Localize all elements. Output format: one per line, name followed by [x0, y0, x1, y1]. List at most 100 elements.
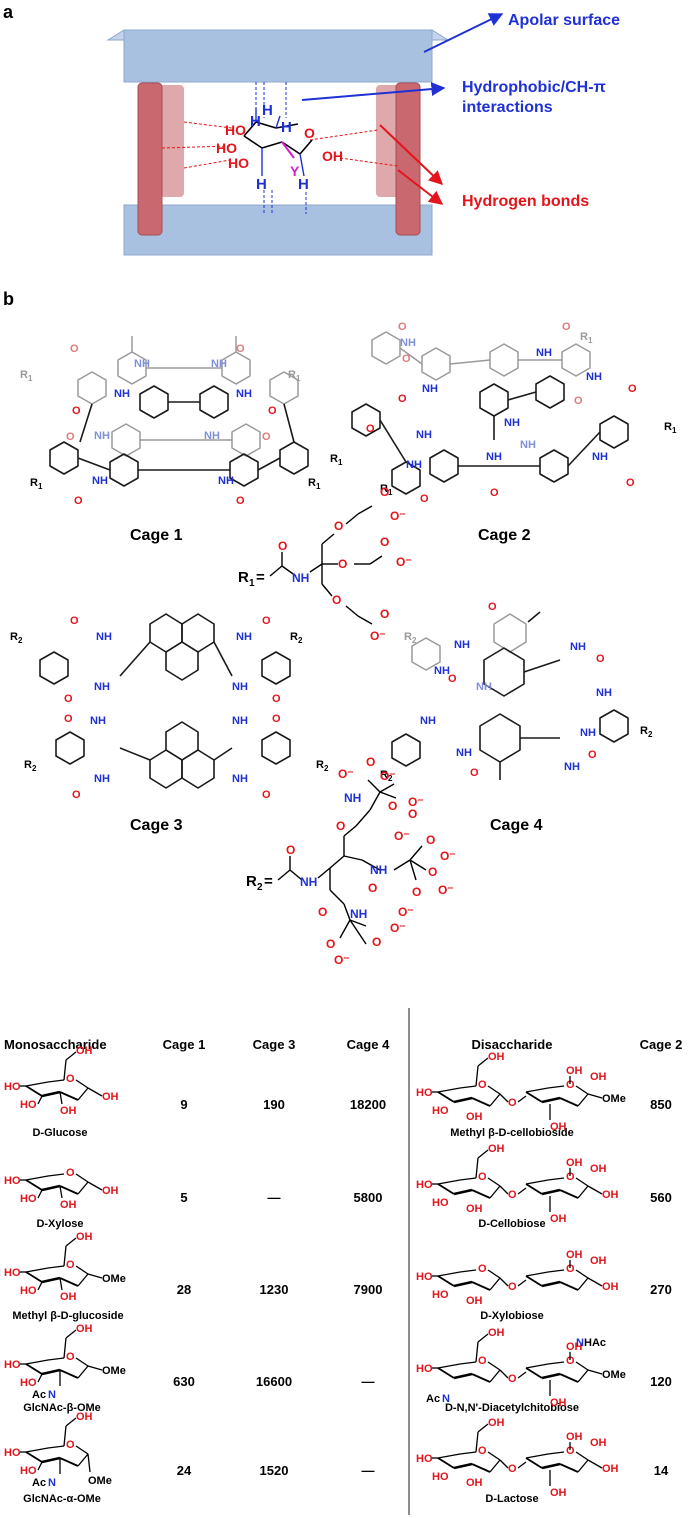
cell-glucose-cage3: 190	[263, 1097, 285, 1112]
bond	[487, 1085, 501, 1095]
bond	[87, 1453, 91, 1473]
acetyl-label: Ac	[426, 1393, 440, 1405]
bond	[437, 1183, 455, 1195]
bond	[65, 1417, 77, 1427]
pillar-back-right	[376, 85, 400, 197]
svg-text:O⁻: O⁻	[390, 509, 406, 523]
svg-text:O⁻: O⁻	[396, 555, 412, 569]
svg-text:NH: NH	[134, 358, 150, 370]
svg-text:NH: NH	[350, 907, 367, 921]
cell-cellobiose-cage2: 560	[650, 1190, 672, 1205]
nitrogen-label: N	[48, 1389, 56, 1401]
bond	[75, 1079, 89, 1089]
nitrogen-label: N	[576, 1337, 584, 1349]
bond	[587, 1277, 603, 1287]
svg-text:O⁻: O⁻	[370, 629, 386, 643]
bond	[453, 1462, 473, 1470]
svg-text:NH: NH	[94, 773, 110, 785]
atom-label: OH	[488, 1417, 505, 1429]
bond	[499, 1369, 509, 1379]
bond	[575, 1269, 589, 1279]
cage-4-label: Cage 4	[490, 817, 543, 834]
svg-text:NH: NH	[416, 429, 432, 441]
ring-oxygen: O	[566, 1263, 575, 1275]
bond	[541, 1280, 561, 1288]
svg-text:NH: NH	[236, 388, 252, 400]
cage-1-structure	[49, 336, 309, 487]
atom-label: OH	[602, 1281, 619, 1293]
bond	[87, 1181, 103, 1191]
bond	[525, 1087, 549, 1093]
atom-label: OH	[550, 1121, 567, 1133]
svg-text:R: R	[308, 477, 316, 489]
svg-text:NH: NH	[420, 715, 436, 727]
cell-methylglc-cage1: 28	[177, 1282, 191, 1297]
glycosidic-oxygen: O	[508, 1189, 517, 1201]
svg-text:O⁻: O⁻	[440, 849, 456, 863]
bond	[437, 1363, 461, 1369]
svg-text:R: R	[404, 631, 412, 643]
glycosidic-oxygen: O	[508, 1373, 517, 1385]
ring-oxygen: O	[66, 1259, 75, 1271]
bond	[471, 1281, 491, 1291]
h-label: H	[250, 113, 261, 130]
cage-4-structure	[391, 611, 629, 780]
bond	[471, 1463, 491, 1473]
bond	[489, 1369, 501, 1383]
pillar-front-right	[395, 82, 421, 236]
svg-text:O: O	[278, 539, 287, 553]
svg-text:O: O	[420, 493, 429, 505]
svg-text:O: O	[626, 477, 635, 489]
bond	[477, 1423, 489, 1433]
cage-2-atoms: O O O O O O O O O O NH NH NH NH NH NH NH…	[330, 321, 677, 505]
svg-text:R: R	[664, 421, 672, 433]
hbond-line	[161, 145, 231, 149]
atom-label: HO	[4, 1447, 21, 1459]
bond	[59, 1185, 79, 1195]
bond	[437, 1275, 455, 1287]
bond	[437, 1179, 461, 1185]
svg-text:O: O	[428, 865, 437, 879]
bond	[77, 1087, 89, 1101]
acetyl-label: Ac	[32, 1389, 46, 1401]
bond	[577, 1459, 589, 1473]
svg-text:NH: NH	[592, 451, 608, 463]
svg-text:O: O	[262, 789, 271, 801]
bond	[525, 1183, 543, 1195]
cell-chitobiose-cage2: 120	[650, 1374, 672, 1389]
caption-glcnac-beta: GlcNAc-β-OMe	[23, 1402, 101, 1414]
atom-label: OH	[76, 1411, 93, 1423]
ring-oxygen: O	[66, 1073, 75, 1085]
bond	[41, 1456, 61, 1464]
ring-oxygen: O	[478, 1079, 487, 1091]
caption-d-xylobiose: D-Xylobiose	[480, 1310, 544, 1322]
table-header-cage-3: Cage 3	[253, 1037, 296, 1052]
bond	[453, 1372, 473, 1380]
svg-text:O⁻: O⁻	[398, 905, 414, 919]
bond	[525, 1367, 543, 1379]
y-label: Y	[290, 163, 300, 179]
bond	[487, 1451, 501, 1461]
bond	[477, 1149, 489, 1159]
svg-text:O: O	[380, 535, 389, 549]
bond	[75, 1265, 89, 1275]
atom-label: HO	[20, 1285, 37, 1297]
svg-text:NH: NH	[292, 571, 309, 585]
bond	[63, 1337, 67, 1359]
atom-label: HO	[20, 1193, 37, 1205]
svg-text:NH: NH	[218, 475, 234, 487]
svg-text:O: O	[368, 881, 377, 895]
bond	[471, 1373, 491, 1383]
svg-text:O: O	[272, 693, 281, 705]
svg-text:NH: NH	[300, 875, 317, 889]
bond	[575, 1177, 589, 1187]
caption-d-lactose: D-Lactose	[485, 1493, 538, 1505]
svg-text:R: R	[10, 631, 18, 643]
svg-text:2: 2	[412, 636, 417, 645]
table-header-monosaccharide: Monosaccharide	[4, 1037, 107, 1052]
atom-label: OH	[566, 1431, 583, 1443]
svg-text:NH: NH	[504, 417, 520, 429]
bond	[499, 1185, 509, 1195]
svg-text:NH: NH	[434, 665, 450, 677]
bond	[525, 1091, 543, 1103]
